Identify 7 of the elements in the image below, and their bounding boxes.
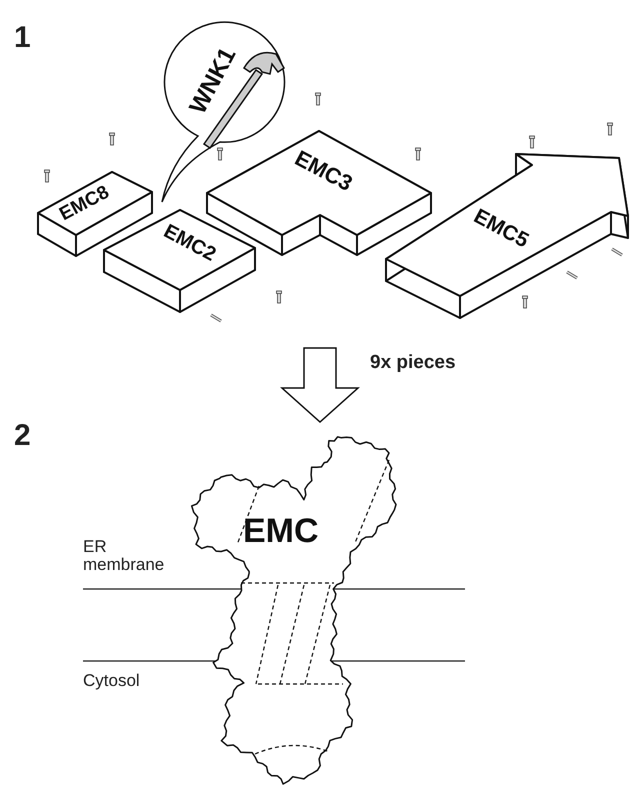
- region-label: ER membrane: [83, 538, 166, 574]
- region-label: Cytosol: [83, 672, 140, 690]
- subunit-label: EMC: [243, 514, 319, 548]
- step-number: 2: [14, 420, 31, 452]
- block-arrow: [280, 347, 360, 423]
- edge-label: 9x pieces: [370, 352, 456, 374]
- step-number: 1: [14, 22, 31, 54]
